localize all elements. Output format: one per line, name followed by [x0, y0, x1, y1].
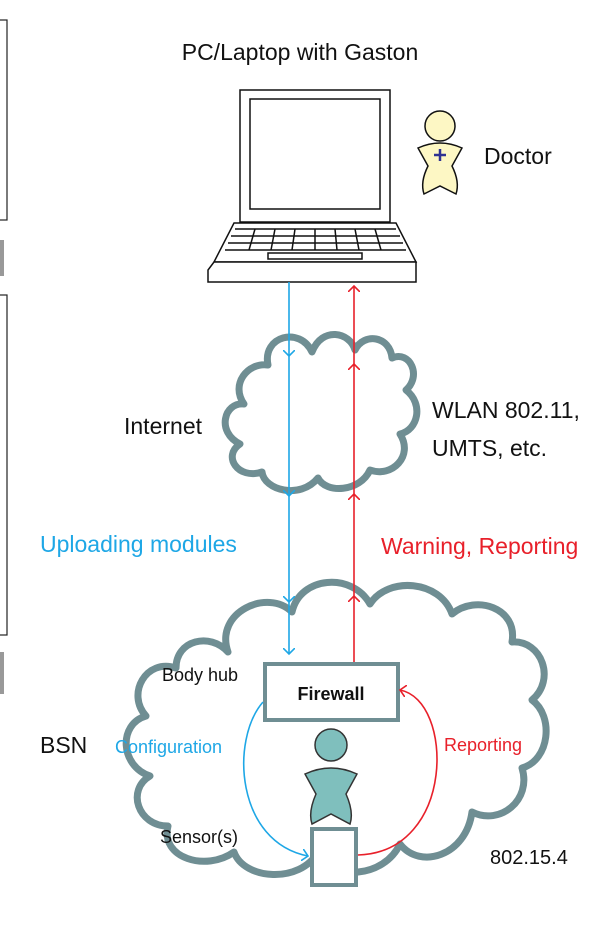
configuration-arrow: [242, 701, 308, 856]
reporting-arrow: [357, 690, 438, 856]
uploading-label: Uploading modules: [40, 531, 237, 557]
standard-label: 802.15.4: [490, 847, 568, 869]
wlan-label-line1: WLAN 802.11,: [432, 397, 580, 423]
bsn-cloud: [122, 578, 550, 878]
reporting-label: Reporting: [444, 735, 522, 755]
firewall-label: Firewall: [297, 684, 364, 704]
title-label: PC/Laptop with Gaston: [182, 39, 419, 65]
doctor-label: Doctor: [484, 143, 552, 169]
wlan-label-line2: UMTS, etc.: [432, 435, 547, 461]
firewall-box: [263, 662, 400, 722]
doctor-icon: [416, 110, 464, 196]
patient-icon: [303, 728, 359, 826]
laptop-icon: [207, 89, 418, 283]
sensor-label: Sensor(s): [160, 827, 238, 847]
configuration-label: Configuration: [115, 737, 222, 757]
sensor-box: [310, 827, 358, 887]
warning-label: Warning, Reporting: [381, 533, 578, 559]
left-edge-fragments: [0, 19, 8, 694]
body-hub-label: Body hub: [162, 665, 238, 685]
internet-cloud: [221, 331, 421, 495]
bsn-label: BSN: [40, 732, 87, 758]
internet-label: Internet: [124, 413, 203, 439]
